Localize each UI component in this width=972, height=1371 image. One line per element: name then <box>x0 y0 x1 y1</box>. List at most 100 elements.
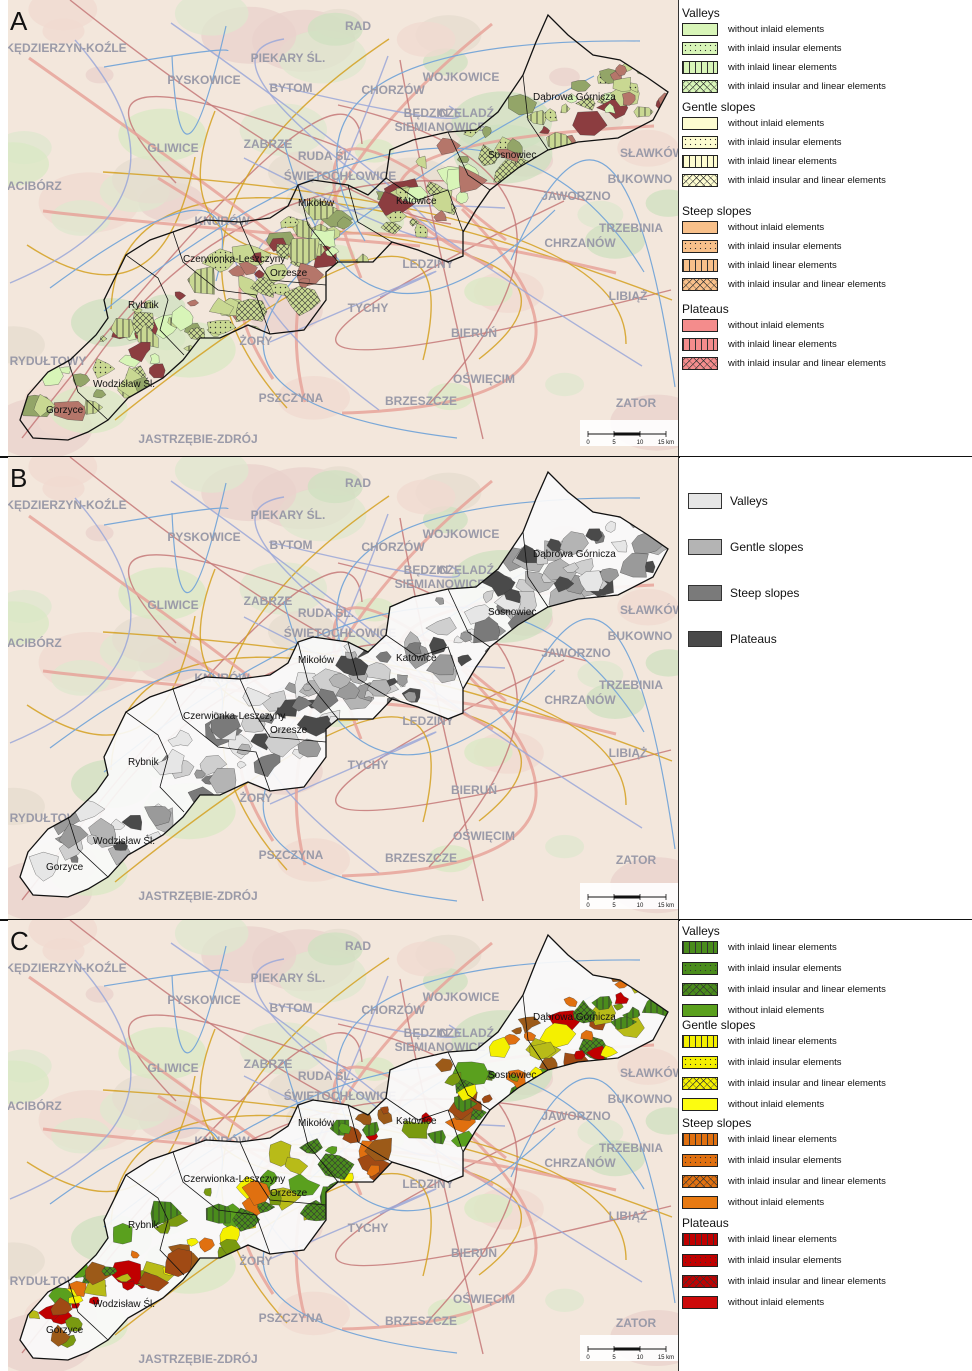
landform-patch[interactable] <box>515 544 538 563</box>
landform-patch[interactable] <box>504 588 521 604</box>
landform-patch[interactable] <box>251 252 262 264</box>
landform-patch[interactable] <box>236 743 252 755</box>
landform-patch[interactable] <box>425 181 443 195</box>
landform-patch[interactable] <box>137 324 159 348</box>
landform-patch[interactable] <box>460 631 472 643</box>
landform-patch[interactable] <box>544 108 558 122</box>
landform-patch[interactable] <box>250 733 271 751</box>
landform-patch[interactable] <box>457 654 472 667</box>
landform-patch[interactable] <box>362 1121 380 1137</box>
landform-patch[interactable] <box>435 597 444 605</box>
landform-patch[interactable] <box>605 520 616 533</box>
landform-patch[interactable] <box>488 1036 511 1058</box>
landform-patch[interactable] <box>539 125 550 134</box>
landform-patch[interactable] <box>538 1022 577 1049</box>
landform-patch[interactable] <box>288 1173 321 1197</box>
landform-patch[interactable] <box>154 1221 171 1234</box>
landform-patch[interactable] <box>194 769 206 779</box>
landform-patch[interactable] <box>274 699 298 717</box>
landform-patch[interactable] <box>629 82 639 93</box>
landform-patch[interactable] <box>464 604 495 625</box>
landform-patch[interactable] <box>335 655 369 676</box>
landform-patch[interactable] <box>110 318 135 338</box>
landform-patch[interactable] <box>167 729 193 747</box>
landform-patch[interactable] <box>186 299 199 307</box>
landform-patch[interactable] <box>171 305 194 332</box>
landform-patch[interactable] <box>28 851 59 882</box>
landform-patch[interactable] <box>572 111 608 136</box>
landform-patch[interactable] <box>572 999 596 1024</box>
landform-patch[interactable] <box>149 363 166 379</box>
landform-patch[interactable] <box>563 996 578 1007</box>
landform-patch[interactable] <box>228 265 246 277</box>
landform-patch[interactable] <box>198 1237 215 1253</box>
landform-patch[interactable] <box>205 1203 232 1224</box>
landform-patch[interactable] <box>54 401 87 421</box>
landform-patch[interactable] <box>610 539 628 553</box>
landform-patch[interactable] <box>427 1130 446 1145</box>
landform-patch[interactable] <box>50 1324 71 1347</box>
landform-patch[interactable] <box>131 307 143 314</box>
landform-patch[interactable] <box>254 269 266 279</box>
landform-patch[interactable] <box>507 138 523 155</box>
landform-patch[interactable] <box>379 1106 389 1115</box>
landform-patch[interactable] <box>207 320 237 335</box>
landform-patch[interactable] <box>571 80 591 92</box>
landform-patch[interactable] <box>238 274 261 299</box>
landform-patch[interactable] <box>121 815 142 831</box>
landform-patch[interactable] <box>209 297 235 316</box>
landform-patch[interactable] <box>436 137 461 155</box>
landform-patch[interactable] <box>508 94 537 116</box>
landform-patch[interactable] <box>328 673 352 689</box>
landform-patch[interactable] <box>622 91 636 106</box>
landform-patch[interactable] <box>429 636 447 656</box>
landform-patch[interactable] <box>604 103 616 114</box>
landform-patch[interactable] <box>283 286 321 316</box>
landform-patch[interactable] <box>481 1094 493 1104</box>
landform-patch[interactable] <box>553 576 575 593</box>
landform-patch[interactable] <box>385 210 407 223</box>
landform-patch[interactable] <box>72 373 91 388</box>
landform-patch[interactable] <box>511 1027 522 1035</box>
landform-patch[interactable] <box>435 1058 453 1073</box>
landform-patch[interactable] <box>612 77 631 92</box>
landform-patch[interactable] <box>426 654 455 676</box>
landform-patch[interactable] <box>406 642 422 655</box>
landform-patch[interactable] <box>620 553 649 578</box>
landform-patch[interactable] <box>284 1156 309 1175</box>
landform-patch[interactable] <box>130 1250 140 1259</box>
landform-patch[interactable] <box>591 996 613 1011</box>
landform-patch[interactable] <box>585 528 603 542</box>
landform-patch[interactable] <box>482 125 492 139</box>
landform-patch[interactable] <box>113 840 128 851</box>
landform-patch[interactable] <box>99 335 108 342</box>
landform-patch[interactable] <box>143 300 155 309</box>
landform-patch[interactable] <box>203 1187 212 1197</box>
landform-patch[interactable] <box>164 1248 192 1277</box>
landform-patch[interactable] <box>186 1238 199 1247</box>
landform-patch[interactable] <box>121 1280 135 1291</box>
landform-patch[interactable] <box>128 341 151 363</box>
landform-patch[interactable] <box>375 651 392 663</box>
landform-patch[interactable] <box>633 106 654 118</box>
landform-patch[interactable] <box>324 1146 337 1155</box>
landform-patch[interactable] <box>574 1050 586 1060</box>
landform-patch[interactable] <box>137 1271 170 1292</box>
landform-patch[interactable] <box>401 1120 430 1139</box>
landform-patch[interactable] <box>366 679 392 697</box>
landform-patch[interactable] <box>258 714 275 724</box>
landform-patch[interactable] <box>238 261 258 276</box>
landform-patch[interactable] <box>86 834 97 845</box>
landform-patch[interactable] <box>92 358 116 379</box>
landform-patch[interactable] <box>580 1030 594 1041</box>
landform-patch[interactable] <box>614 992 629 1004</box>
landform-patch[interactable] <box>366 1164 380 1177</box>
landform-patch[interactable] <box>201 248 234 273</box>
landform-patch[interactable] <box>93 389 107 399</box>
landform-patch[interactable] <box>444 1072 462 1086</box>
landform-patch[interactable] <box>232 1207 260 1232</box>
